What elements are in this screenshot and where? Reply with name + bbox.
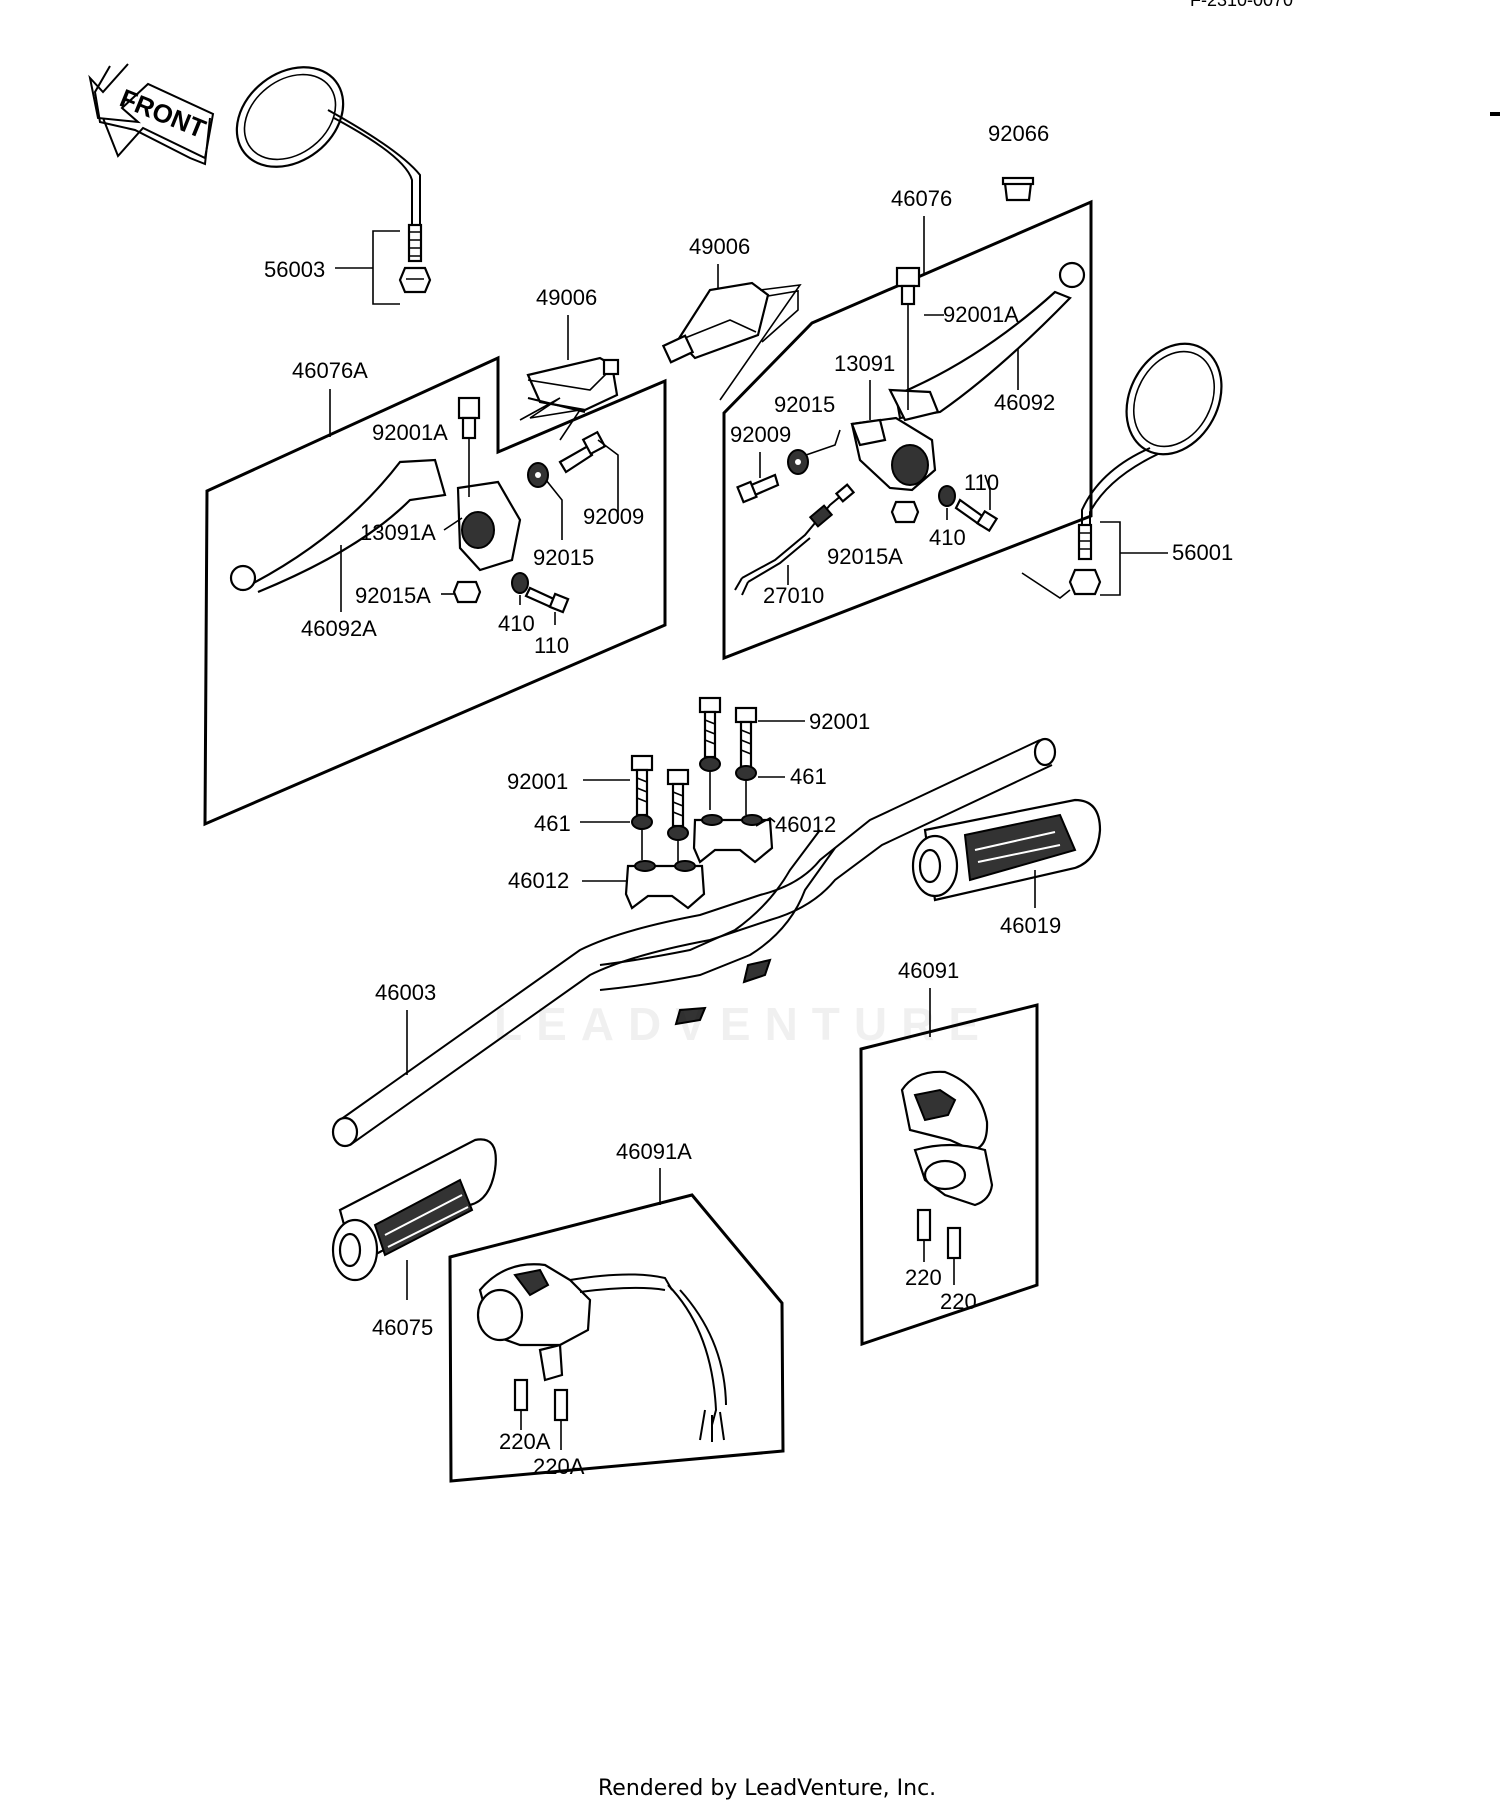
washer-410-right	[938, 485, 956, 520]
label-220A-b: 220A	[533, 1454, 585, 1479]
handlebar-46003	[331, 737, 1057, 1148]
grip-46019	[911, 798, 1102, 902]
label-46076: 46076	[891, 186, 952, 211]
lever-left	[229, 458, 447, 594]
lever-cover-right	[661, 281, 799, 364]
label-46012-left: 46012	[508, 868, 569, 893]
label-110-right: 110	[964, 470, 999, 495]
label-410-left: 410	[498, 611, 535, 636]
leader-box-56001	[1021, 572, 1071, 599]
assembly-box-46091A	[448, 1193, 785, 1483]
leader-13091A	[443, 517, 463, 531]
perch-left	[456, 480, 522, 572]
bolt-92001-4	[666, 768, 690, 862]
nut-92015A-right	[890, 500, 920, 524]
label-27010: 27010	[763, 583, 824, 608]
bolt-92001A-left	[457, 396, 481, 497]
label-92015A-right: 92015A	[827, 544, 903, 569]
box-46076-notch	[723, 322, 813, 414]
label-46092A: 46092A	[301, 616, 377, 641]
label-92009-right: 92009	[730, 422, 791, 447]
assembly-box-46091	[859, 1003, 1039, 1347]
washer-92015-right	[787, 429, 841, 475]
diagram-code: F-2310-0070	[1190, 0, 1293, 10]
watermark: LEADVENTURE	[494, 998, 993, 1050]
label-56003: 56003	[264, 257, 325, 282]
nut-92015A-left	[452, 580, 482, 604]
leader-46012-right	[755, 817, 776, 827]
label-461-right: 461	[790, 764, 827, 789]
label-220a: 220	[905, 1265, 942, 1290]
bolt-110-left	[524, 586, 570, 625]
label-92066: 92066	[988, 121, 1049, 146]
leader-49006-right-b	[719, 283, 802, 401]
assembly-box-46076A	[203, 355, 667, 827]
bolt-92001-1	[698, 696, 722, 810]
label-92015-right: 92015	[774, 392, 835, 417]
label-92015A-left: 92015A	[355, 583, 431, 608]
label-46019: 46019	[1000, 913, 1061, 938]
washer-410-left	[511, 572, 529, 605]
label-46092: 46092	[994, 390, 1055, 415]
cap-92066	[1001, 176, 1035, 202]
leader-56001	[1100, 521, 1168, 596]
washer-92015-left	[527, 462, 563, 540]
holder-46012-right	[692, 814, 774, 864]
bolt-92001-3	[630, 754, 654, 860]
label-92009-left: 92009	[583, 504, 644, 529]
label-13091: 13091	[834, 351, 895, 376]
bolt-110-right	[954, 474, 999, 533]
label-92001A-right: 92001A	[943, 302, 1019, 327]
label-46075: 46075	[372, 1315, 433, 1340]
label-92001A-left: 92001A	[372, 420, 448, 445]
edge-mark	[1490, 112, 1500, 116]
footer-credit: Rendered by LeadVenture, Inc.	[598, 1776, 936, 1801]
mirror-left	[235, 66, 432, 294]
label-46091A: 46091A	[616, 1139, 692, 1164]
label-49006-right: 49006	[689, 234, 750, 259]
perch-right	[850, 416, 937, 492]
holder-46012-left	[624, 860, 706, 910]
front-arrow-icon: FRONT	[88, 63, 215, 166]
bolt-92001-2	[734, 706, 758, 815]
screw-92009-right	[736, 452, 780, 504]
label-110-left: 110	[534, 633, 569, 658]
grip-46075	[331, 1138, 497, 1282]
cable-27010	[734, 483, 856, 596]
label-46003: 46003	[375, 980, 436, 1005]
label-461-left: 461	[534, 811, 571, 836]
label-410-right: 410	[929, 525, 966, 550]
label-220b: 220	[940, 1289, 977, 1314]
label-56001: 56001	[1172, 540, 1233, 565]
switch-46091A	[476, 1263, 727, 1450]
label-220A-a: 220A	[499, 1429, 551, 1454]
label-92001-right: 92001	[809, 709, 870, 734]
mirror-right	[1068, 342, 1223, 596]
switch-46091	[900, 1070, 994, 1285]
label-49006-left: 49006	[536, 285, 597, 310]
label-13091A: 13091A	[360, 520, 436, 545]
lever-cover-left	[526, 356, 620, 413]
lever-right	[888, 261, 1086, 422]
bolt-92001A-right	[895, 266, 921, 410]
label-46012-right: 46012	[775, 812, 836, 837]
label-46076A: 46076A	[292, 358, 368, 383]
screw-92009-left	[558, 430, 619, 520]
label-92015-left: 92015	[533, 545, 594, 570]
box-46076A-zigzag	[519, 397, 582, 441]
leader-56003	[335, 230, 400, 305]
label-92001-left: 92001	[507, 769, 568, 794]
label-46091: 46091	[898, 958, 959, 983]
